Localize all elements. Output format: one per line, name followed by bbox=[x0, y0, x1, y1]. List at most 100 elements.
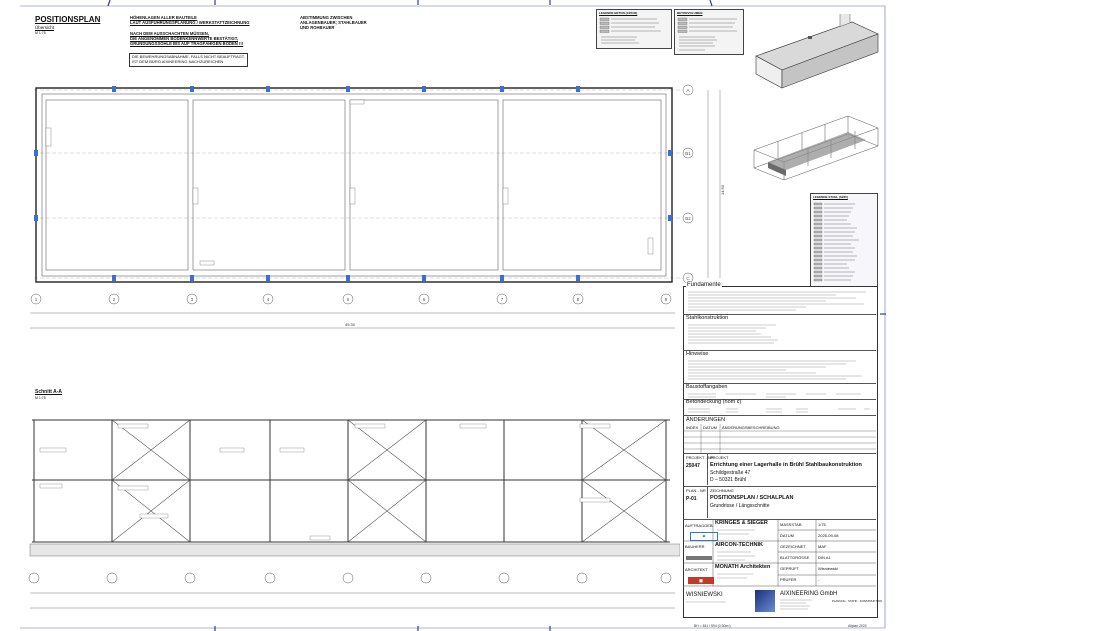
footer-software: Allplan 2020 bbox=[848, 624, 867, 628]
project-nr-label: PROJEKT - NR bbox=[686, 455, 714, 460]
axis-label-A: A bbox=[686, 88, 689, 93]
note-bodenkennwerte: NACH DEM AUSSCHACHTEN MÜSSEN, DIE ANGENO… bbox=[130, 31, 244, 46]
aixineering-logo bbox=[755, 590, 775, 612]
massstab-label: MASSSTAB bbox=[780, 522, 802, 527]
blatt-label: BLATTGRÖSSE bbox=[780, 555, 810, 560]
axis-6: 6 bbox=[423, 297, 426, 302]
legend-stahl-title: LEGENDE STAHL (S235) bbox=[813, 195, 848, 199]
isometric-view-building bbox=[755, 14, 879, 89]
axis-label-B1: B1 bbox=[685, 151, 691, 156]
title-block bbox=[683, 286, 878, 618]
axis-label-C: C bbox=[686, 276, 690, 281]
dimension-total: 45.30 bbox=[345, 322, 356, 327]
rule-7 bbox=[683, 486, 876, 487]
hinweise-text bbox=[688, 360, 862, 380]
section-aenderungen: ÄNDERUNGEN bbox=[686, 417, 726, 423]
isometric-view-steel-frame bbox=[753, 115, 879, 181]
axis-1: 1 bbox=[35, 297, 38, 302]
project-street: Schildgestraße 47 bbox=[710, 470, 751, 476]
coordination-note: ABSTIMMUNG ZWISCHEN ANLAGENBAUER; STAHLB… bbox=[300, 15, 367, 30]
legend-beton-title: LEGENDE BETON (C25/30) bbox=[599, 11, 638, 15]
axis-label-B2: B2 bbox=[685, 216, 691, 221]
fundamente-text bbox=[688, 291, 866, 311]
company-right-suffix: GmbH bbox=[820, 591, 838, 597]
rule-8 bbox=[683, 519, 876, 520]
gezeichnet-value: MAF bbox=[818, 544, 827, 549]
rule-6 bbox=[683, 453, 876, 454]
kringes-logo: ◆ bbox=[690, 532, 718, 541]
plan-desc: Grundrisse / Längsschnitte bbox=[710, 503, 770, 509]
changes-date-header: DATUM bbox=[703, 425, 717, 430]
bauherr-address bbox=[717, 551, 755, 561]
company-right-tagline: PLANUNG · STATIK · KONSTRUKTION bbox=[832, 599, 883, 603]
company-left-address bbox=[686, 601, 726, 603]
company-left: WISNIEWSKI bbox=[686, 592, 723, 598]
plan-name: POSITIONSPLAN / SCHALPLAN bbox=[710, 495, 794, 501]
note-hoehenlagen: HÖHENLAGEN ALLER BAUTEILE LAUT AUSFÜHRUN… bbox=[130, 15, 250, 25]
plan-label: ZEICHNUNG bbox=[710, 488, 734, 493]
changes-table bbox=[683, 424, 876, 454]
legend-stahl: LEGENDE STAHL (S235) bbox=[810, 193, 878, 287]
section-fundamente: Fundamente bbox=[686, 282, 722, 288]
section-stahlkonstruktion: Stahlkonstruktion bbox=[686, 315, 729, 321]
axis-9: 9 bbox=[665, 297, 668, 302]
legend-betonvolumen: BETONVOLUMEN bbox=[674, 9, 744, 55]
datum-value: 2025-09-08 bbox=[818, 533, 839, 538]
architekt-name: MONATH Architekten bbox=[715, 564, 771, 570]
axis-2: 2 bbox=[113, 297, 116, 302]
section-baustoffangaben: Baustoffangaben bbox=[686, 384, 728, 390]
rule-2 bbox=[683, 350, 876, 351]
section-hinweise: Hinweise bbox=[686, 351, 709, 357]
geprueft-label: GEPRÜFT bbox=[780, 566, 800, 571]
floor-plan: A B1 B2 C 14.50 1 2 3 4 5 6 7 8 9 bbox=[30, 84, 725, 329]
architekt-address bbox=[717, 573, 753, 579]
rule-3 bbox=[683, 383, 876, 384]
changes-index-header: INDEX bbox=[686, 425, 699, 430]
aircon-logo bbox=[686, 556, 712, 560]
bauherr-name: AIRCON-TECHNIK bbox=[715, 542, 763, 548]
plan-nr-label: PLAN - NR bbox=[686, 488, 706, 493]
massstab-value: 1/75 bbox=[818, 522, 826, 527]
gezeichnet-label: GEZEICHNET bbox=[780, 544, 806, 549]
rule-5 bbox=[683, 415, 876, 416]
legend-betonvolumen-title: BETONVOLUMEN bbox=[677, 11, 703, 15]
legend-beton: LEGENDE BETON (C25/30) bbox=[596, 9, 672, 49]
bauherr-label: BAUHERR bbox=[685, 544, 705, 549]
parties-grid bbox=[683, 519, 876, 587]
plan-divider bbox=[707, 486, 708, 518]
monath-logo: ◼ bbox=[688, 577, 714, 584]
axis-8: 8 bbox=[577, 297, 580, 302]
project-divider bbox=[707, 453, 708, 485]
axis-4: 4 bbox=[267, 297, 270, 302]
company-right-address bbox=[780, 599, 812, 610]
pruefer-label: PRÜFER bbox=[780, 577, 797, 582]
auftraggeber-label: AUFTRAGGEB. bbox=[685, 523, 714, 528]
changes-desc-header: ÄNDERUNGSBESCHREIBUNG bbox=[722, 425, 780, 430]
section-scale: M 1:75 bbox=[35, 396, 46, 400]
axis-5: 5 bbox=[347, 297, 350, 302]
pruefer-value: - bbox=[818, 577, 820, 582]
section-betondeckung: Betondeckung (nom c) bbox=[686, 399, 742, 405]
geprueft-value: Wisniewski bbox=[818, 566, 838, 571]
project-name: Errichtung einer Lagerhalle in Brühl Sta… bbox=[710, 462, 862, 468]
section-title: Schnitt A-A bbox=[35, 389, 63, 395]
dimension-width: 14.50 bbox=[720, 184, 725, 195]
note-bewehrungsabnahme: DIE BEWEHRUNGSABNAHME, FALLS NICHT BEAUF… bbox=[129, 53, 248, 67]
blatt-value: DIN A1 bbox=[818, 555, 831, 560]
baustoffangaben-text bbox=[688, 393, 861, 398]
stahlkonstruktion-text bbox=[688, 324, 778, 344]
datum-label: DATUM bbox=[780, 533, 794, 538]
company-right: AIXINEERING bbox=[780, 591, 819, 597]
auftraggeber-name: KRINGES & SIEGER bbox=[715, 520, 768, 526]
rule-1 bbox=[683, 314, 876, 315]
auftraggeber-address bbox=[717, 529, 755, 535]
project-label: PROJEKT bbox=[710, 455, 729, 460]
betondeckung-text bbox=[688, 408, 870, 413]
project-nr: 25047 bbox=[686, 463, 700, 469]
project-city: D – 50321 Brühl bbox=[710, 477, 747, 483]
plan-scale: M 1:75 bbox=[35, 31, 46, 35]
architekt-label: ARCHITEKT bbox=[685, 567, 708, 572]
rule-4 bbox=[683, 399, 876, 400]
